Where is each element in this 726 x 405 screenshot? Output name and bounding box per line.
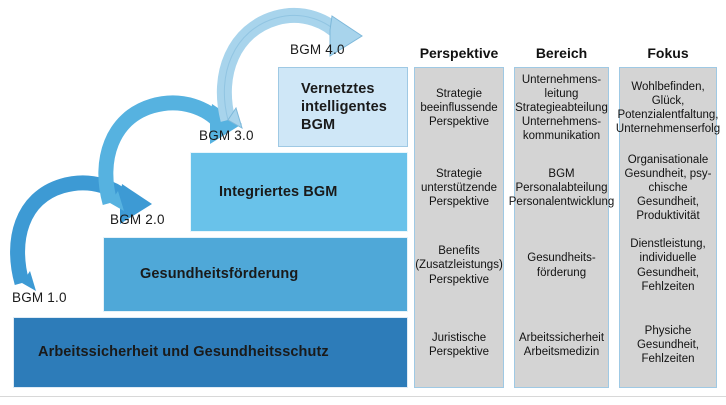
cell-fokus-bgm-4: Wohlbefinden, Glück,Potenzialentfaltung,… <box>615 80 721 136</box>
column-header-bereich: Bereich <box>535 45 588 61</box>
tier-caption-bgm-4: BGM 4.0 <box>290 42 345 57</box>
stair-step-bgm-2-label: Gesundheitsförderung <box>140 266 299 283</box>
column-header-perspektive: Perspektive <box>419 45 499 61</box>
column-fokus: Wohlbefinden, Glück,Potenzialentfaltung,… <box>615 67 721 388</box>
stair-step-bgm-3-label: Integriertes BGM <box>219 183 338 200</box>
cell-perspektive-bgm-2: Benefits(Zusatzleistungs)Perspektive <box>415 245 503 286</box>
column-header-fokus: Fokus <box>647 45 689 61</box>
stair-step-bgm-1[interactable]: Arbeitssicherheit und Gesundheitsschutz <box>13 317 408 388</box>
tier-caption-bgm-1: BGM 1.0 <box>12 290 67 305</box>
tier-caption-bgm-2: BGM 2.0 <box>110 212 165 227</box>
stair-step-bgm-2[interactable]: Gesundheitsförderung <box>103 237 408 312</box>
tier-caption-bgm-3: BGM 3.0 <box>199 128 254 143</box>
stair-step-bgm-1-label: Arbeitssicherheit und Gesundheitsschutz <box>38 344 329 361</box>
cell-bereich-bgm-2: Gesundheits-förderung <box>527 252 596 279</box>
footer-divider <box>0 396 726 397</box>
stair-step-bgm-3[interactable]: Integriertes BGM <box>190 152 408 232</box>
